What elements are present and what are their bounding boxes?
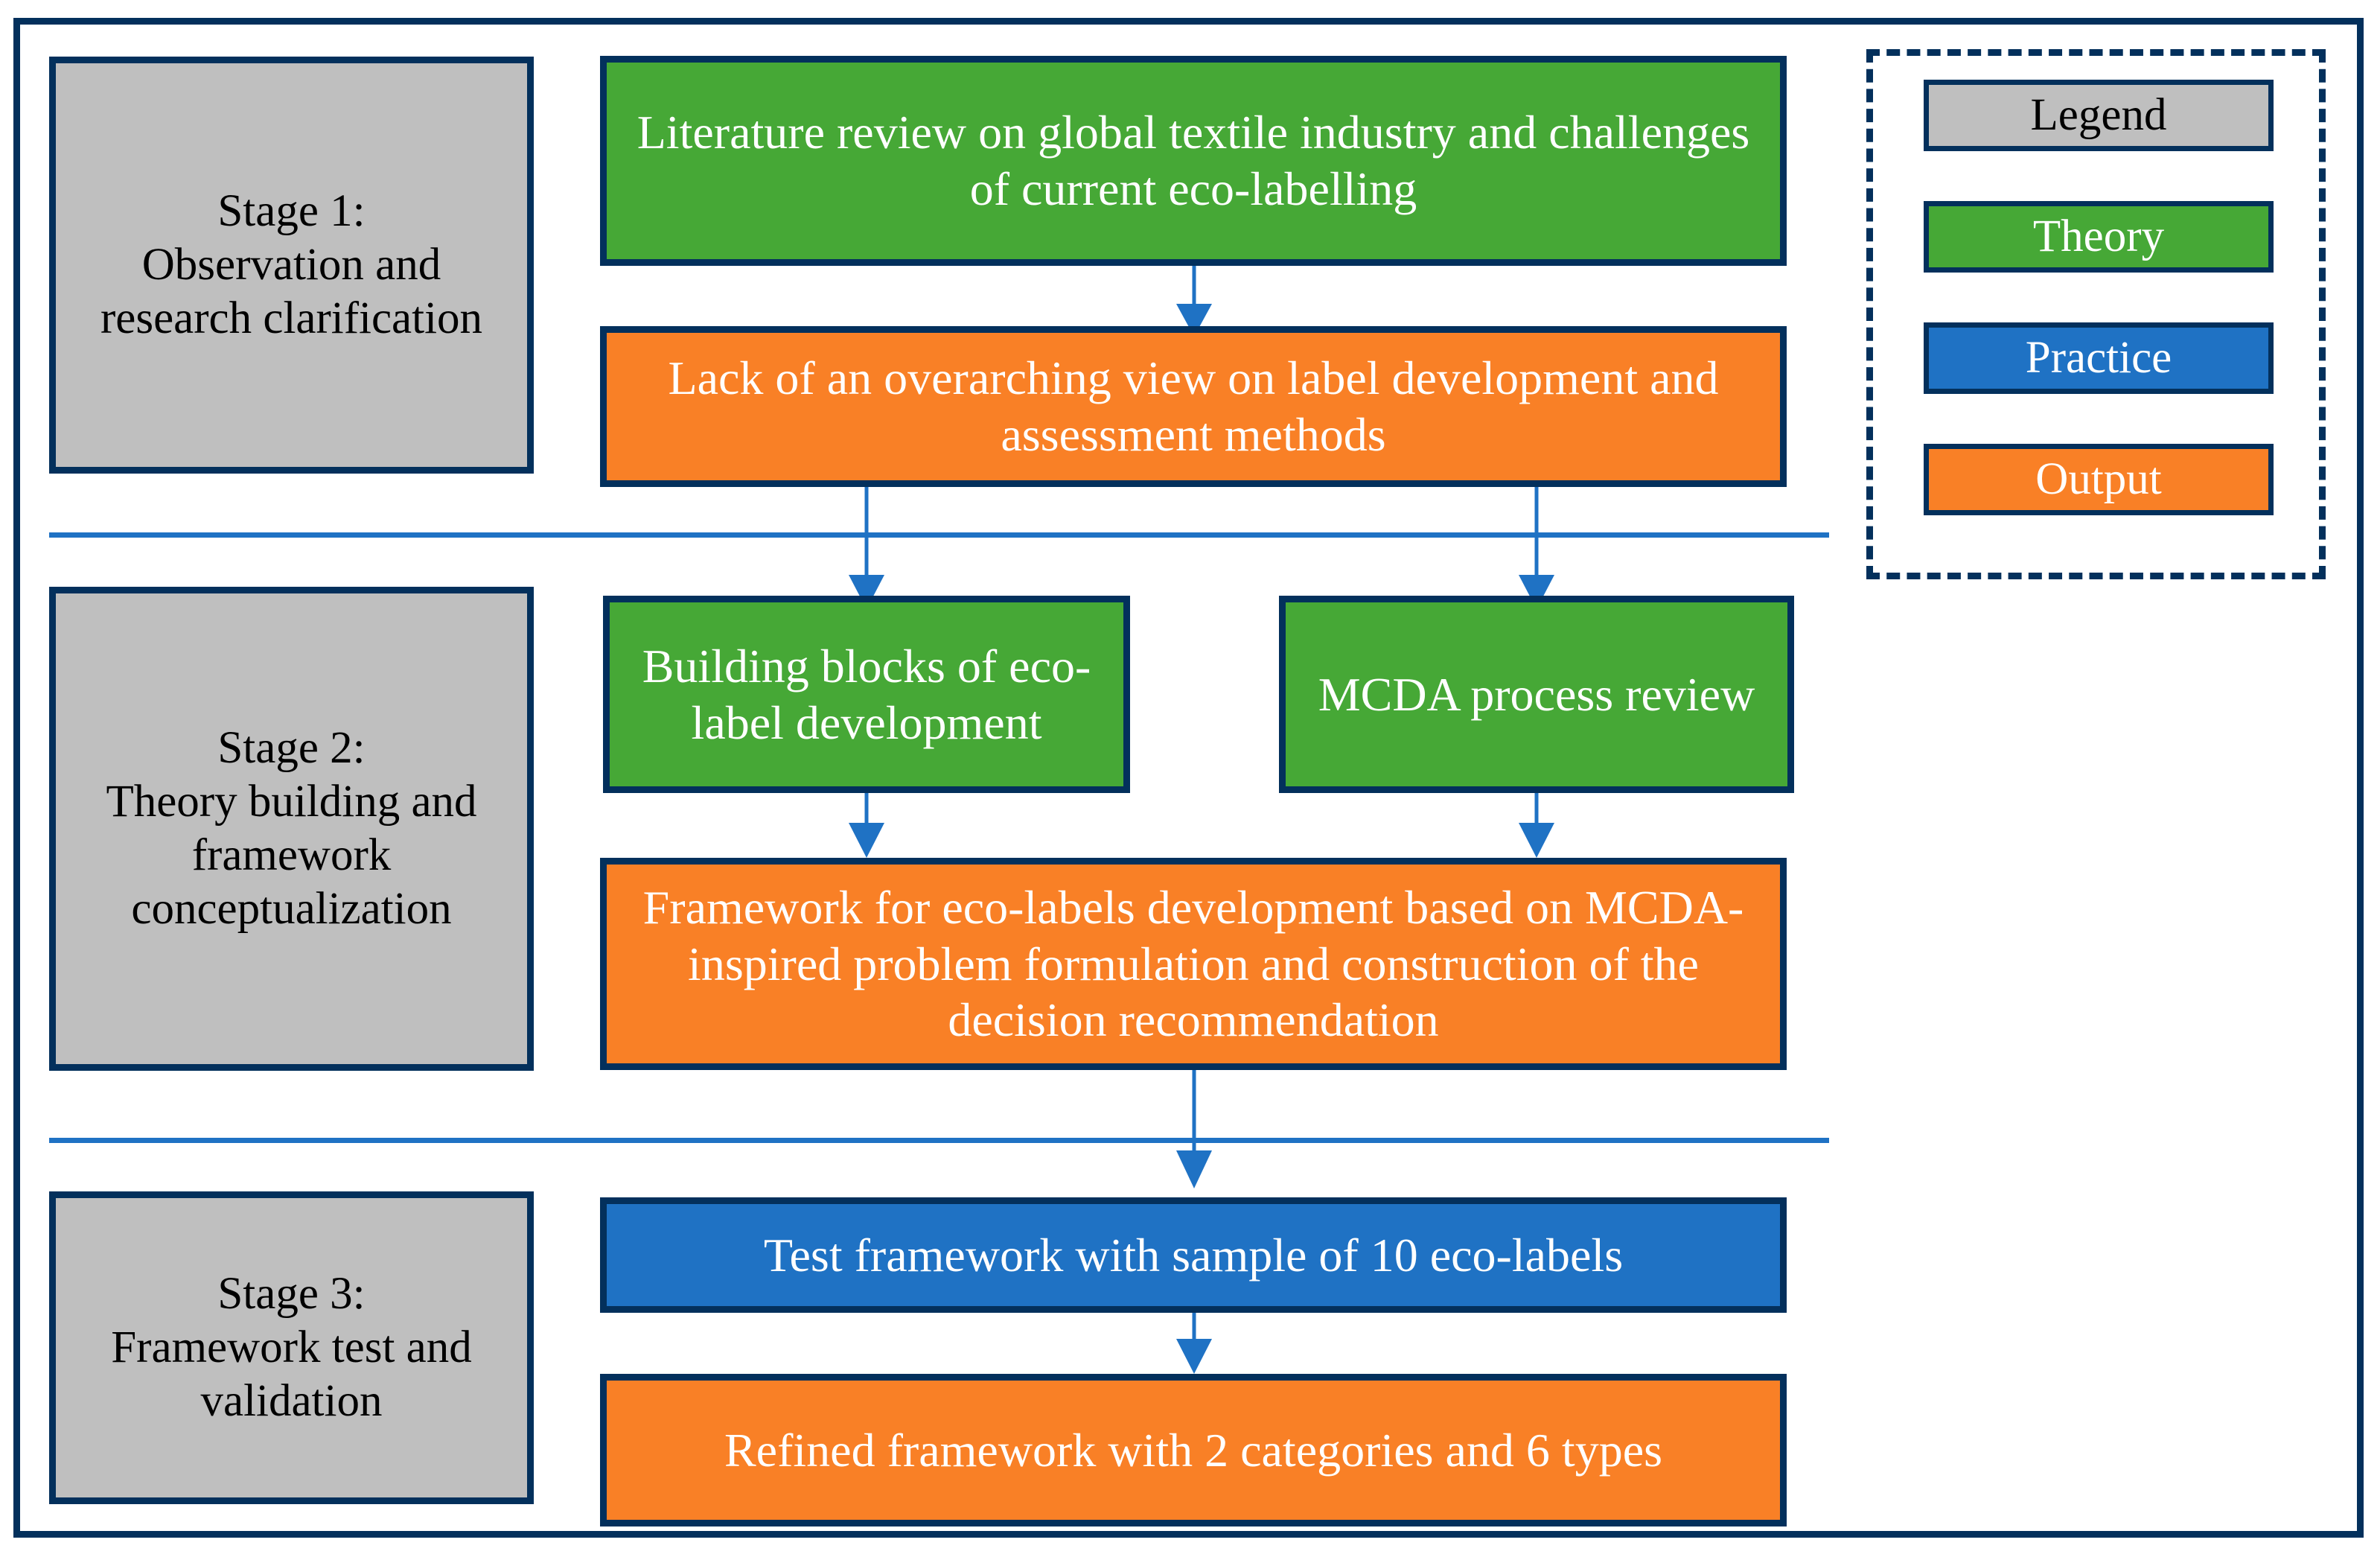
legend-item-output-label: Output <box>2035 454 2162 504</box>
node-test-framework-label: Test framework with sample of 10 eco-lab… <box>763 1228 1624 1282</box>
legend-item-theory-label: Theory <box>2032 211 2165 261</box>
node-lit-review[interactable]: Literature review on global textile indu… <box>600 56 1787 266</box>
stage-1-label: Stage 1:Observation and research clarifi… <box>100 186 483 343</box>
node-refined-framework[interactable]: Refined framework with 2 categories and … <box>600 1374 1787 1526</box>
node-framework[interactable]: Framework for eco-labels development bas… <box>600 858 1787 1070</box>
stage-divider-2 <box>49 1138 1829 1143</box>
node-lack-overarching-view[interactable]: Lack of an overarching view on label dev… <box>600 326 1787 487</box>
node-test-framework[interactable]: Test framework with sample of 10 eco-lab… <box>600 1197 1787 1313</box>
node-mcda-review-label: MCDA process review <box>1318 667 1755 721</box>
stage-2-label-box: Stage 2:Theory building and framework co… <box>49 587 534 1071</box>
stage-1-label-box: Stage 1:Observation and research clarifi… <box>49 57 534 474</box>
legend-item-practice: Practice <box>1924 322 2274 394</box>
node-building-blocks[interactable]: Building blocks of eco-label development <box>603 596 1130 793</box>
legend-title-label: Legend <box>2030 90 2167 140</box>
legend-item-practice-label: Practice <box>2025 333 2172 383</box>
node-refined-framework-label: Refined framework with 2 categories and … <box>724 1423 1663 1477</box>
node-lit-review-label: Literature review on global textile indu… <box>637 106 1750 215</box>
node-framework-label: Framework for eco-labels development bas… <box>642 881 1744 1047</box>
diagram-outer-frame <box>13 18 2364 1538</box>
node-mcda-review[interactable]: MCDA process review <box>1279 596 1794 793</box>
node-building-blocks-label: Building blocks of eco-label development <box>642 639 1091 749</box>
legend-item-theory: Theory <box>1924 201 2274 273</box>
legend-item-output: Output <box>1924 444 2274 515</box>
node-lack-overarching-view-label: Lack of an overarching view on label dev… <box>668 351 1719 461</box>
stage-2-label: Stage 2:Theory building and framework co… <box>106 723 477 934</box>
legend-panel: Legend Theory Practice Output <box>1866 49 2326 579</box>
stage-3-label: Stage 3:Framework test and validation <box>111 1269 472 1426</box>
legend-title-swatch: Legend <box>1924 80 2274 151</box>
stage-3-label-box: Stage 3:Framework test and validation <box>49 1191 534 1504</box>
stage-divider-1 <box>49 532 1829 538</box>
